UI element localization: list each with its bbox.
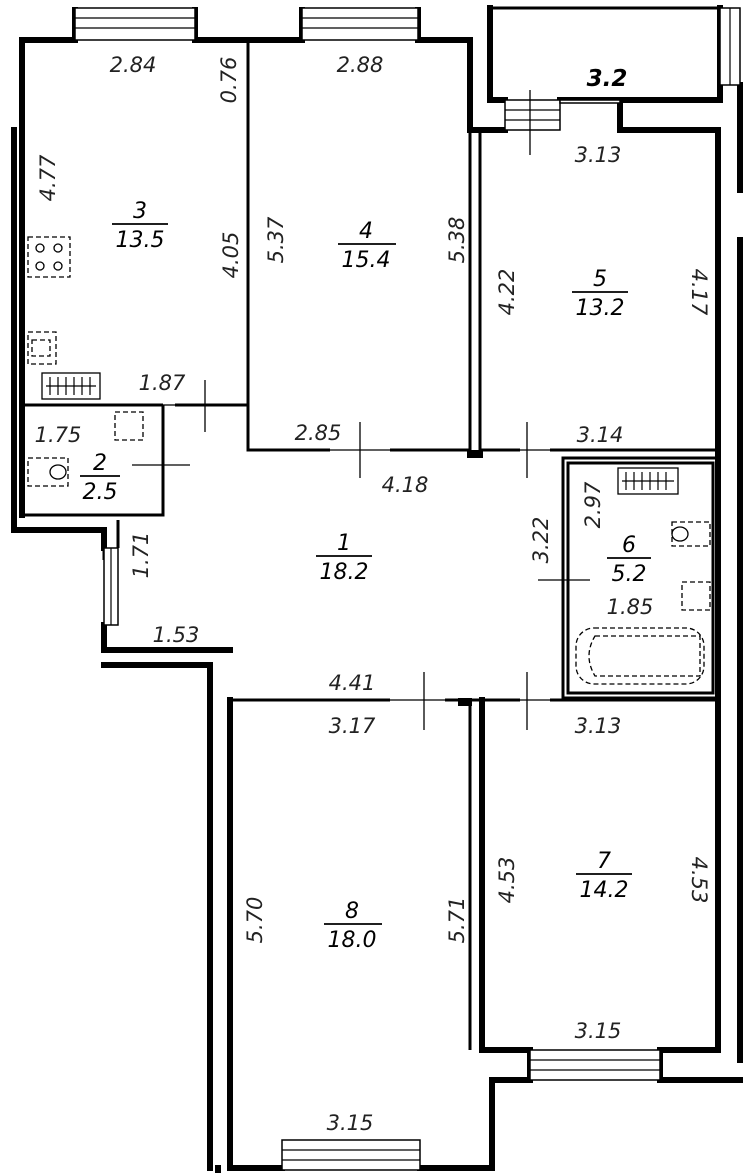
dim-r5-left: 4.22 [495,269,519,316]
room-5-number: 5 [593,267,607,292]
dimensions: 2.84 0.76 4.77 4.05 1.87 2.88 5.37 5.38 … [35,53,711,1135]
room-8-number: 8 [345,899,359,924]
sink-room-2-icon [114,411,144,441]
radiator-room-6-icon [617,467,679,495]
dim-r3-side-right: 4.05 [219,232,243,279]
room-7-label: 7 14.2 [576,849,632,903]
dim-r3-side-left: 4.77 [36,154,60,201]
dim-r8-right: 5.71 [445,897,469,944]
dim-r8-left: 5.70 [243,897,267,944]
windows [74,7,741,1171]
room-8-area: 18.0 [328,928,377,953]
dim-r4-top: 2.88 [337,53,384,77]
dim-hall-top: 4.18 [382,473,429,497]
dim-r2-width: 1.75 [35,423,82,447]
room-6-label: 6 5.2 [607,533,651,587]
room-3-label: 3 13.5 [112,199,168,253]
room-4-label: 4 15.4 [338,219,396,273]
room-2-area: 2.5 [83,480,118,505]
room-5-area: 13.2 [576,296,625,321]
balcony-area: 3.2 [587,66,628,92]
dim-r3-corner: 0.76 [217,57,241,104]
dim-r4-bottom: 2.85 [295,421,342,445]
window-room-7 [529,1049,661,1081]
bathtub-icon [575,627,705,685]
toilet-room-6-icon [671,521,711,547]
room-8-label: 8 18.0 [324,899,382,953]
dim-r3-top: 2.84 [110,53,157,77]
dim-r8-bottom: 3.15 [327,1111,374,1135]
room-4-number: 4 [359,219,373,244]
dim-hall-right: 3.22 [529,517,553,564]
room-4-area: 15.4 [342,248,391,273]
room-5-label: 5 13.2 [572,267,628,321]
dim-r3-bottom: 1.87 [139,371,186,395]
dim-r4-left: 5.37 [264,216,288,263]
dim-r4-right: 5.38 [445,217,469,264]
room-labels: 3 13.5 4 15.4 5 13.2 2 2.5 1 18.2 6 5.2 [80,66,651,953]
room-6-number: 6 [622,533,636,558]
room-1-number: 1 [337,531,351,556]
fixtures [27,236,711,685]
room-2-number: 2 [93,451,107,476]
room-6-area: 5.2 [612,562,647,587]
toilet-room-2-icon [27,457,69,487]
kitchen-sink-icon [27,331,57,365]
room-7-number: 7 [597,849,611,874]
room-2-label: 2 2.5 [80,451,120,505]
window-room-8 [281,1139,421,1171]
dim-r7-top: 3.13 [575,714,622,738]
dim-r7-right: 4.53 [687,857,711,904]
room-3-area: 13.5 [116,228,165,253]
partitions [22,40,720,1050]
room-3-number: 3 [133,199,147,224]
dim-r5-right: 4.17 [687,269,711,316]
balcony-door [504,90,621,155]
dim-r5-bottom: 3.14 [577,423,624,447]
dim-hall-left: 1.71 [129,532,153,579]
sink-room-6-icon [681,581,711,611]
dim-r6-side: 2.97 [581,481,605,528]
dim-hall-bottom-left: 1.53 [153,623,200,647]
dim-r5-top: 3.13 [575,143,622,167]
room-1-area: 18.2 [320,560,369,585]
exterior-walls [11,5,743,1173]
dim-r7-bottom: 3.15 [575,1019,622,1043]
entrance-door [103,547,119,626]
window-room-4 [301,7,419,41]
window-room-3 [74,7,196,41]
window-balcony-right [719,7,741,86]
dim-r7-left: 4.53 [495,857,519,904]
dim-r6-width: 1.85 [607,595,654,619]
radiator-room-3-icon [41,372,101,400]
stove-icon [27,236,71,278]
room-7-area: 14.2 [580,878,629,903]
room-1-label: 1 18.2 [316,531,372,585]
doors [132,380,590,730]
dim-hall-bottom: 4.41 [329,671,376,695]
dim-r8-top: 3.17 [329,714,376,738]
